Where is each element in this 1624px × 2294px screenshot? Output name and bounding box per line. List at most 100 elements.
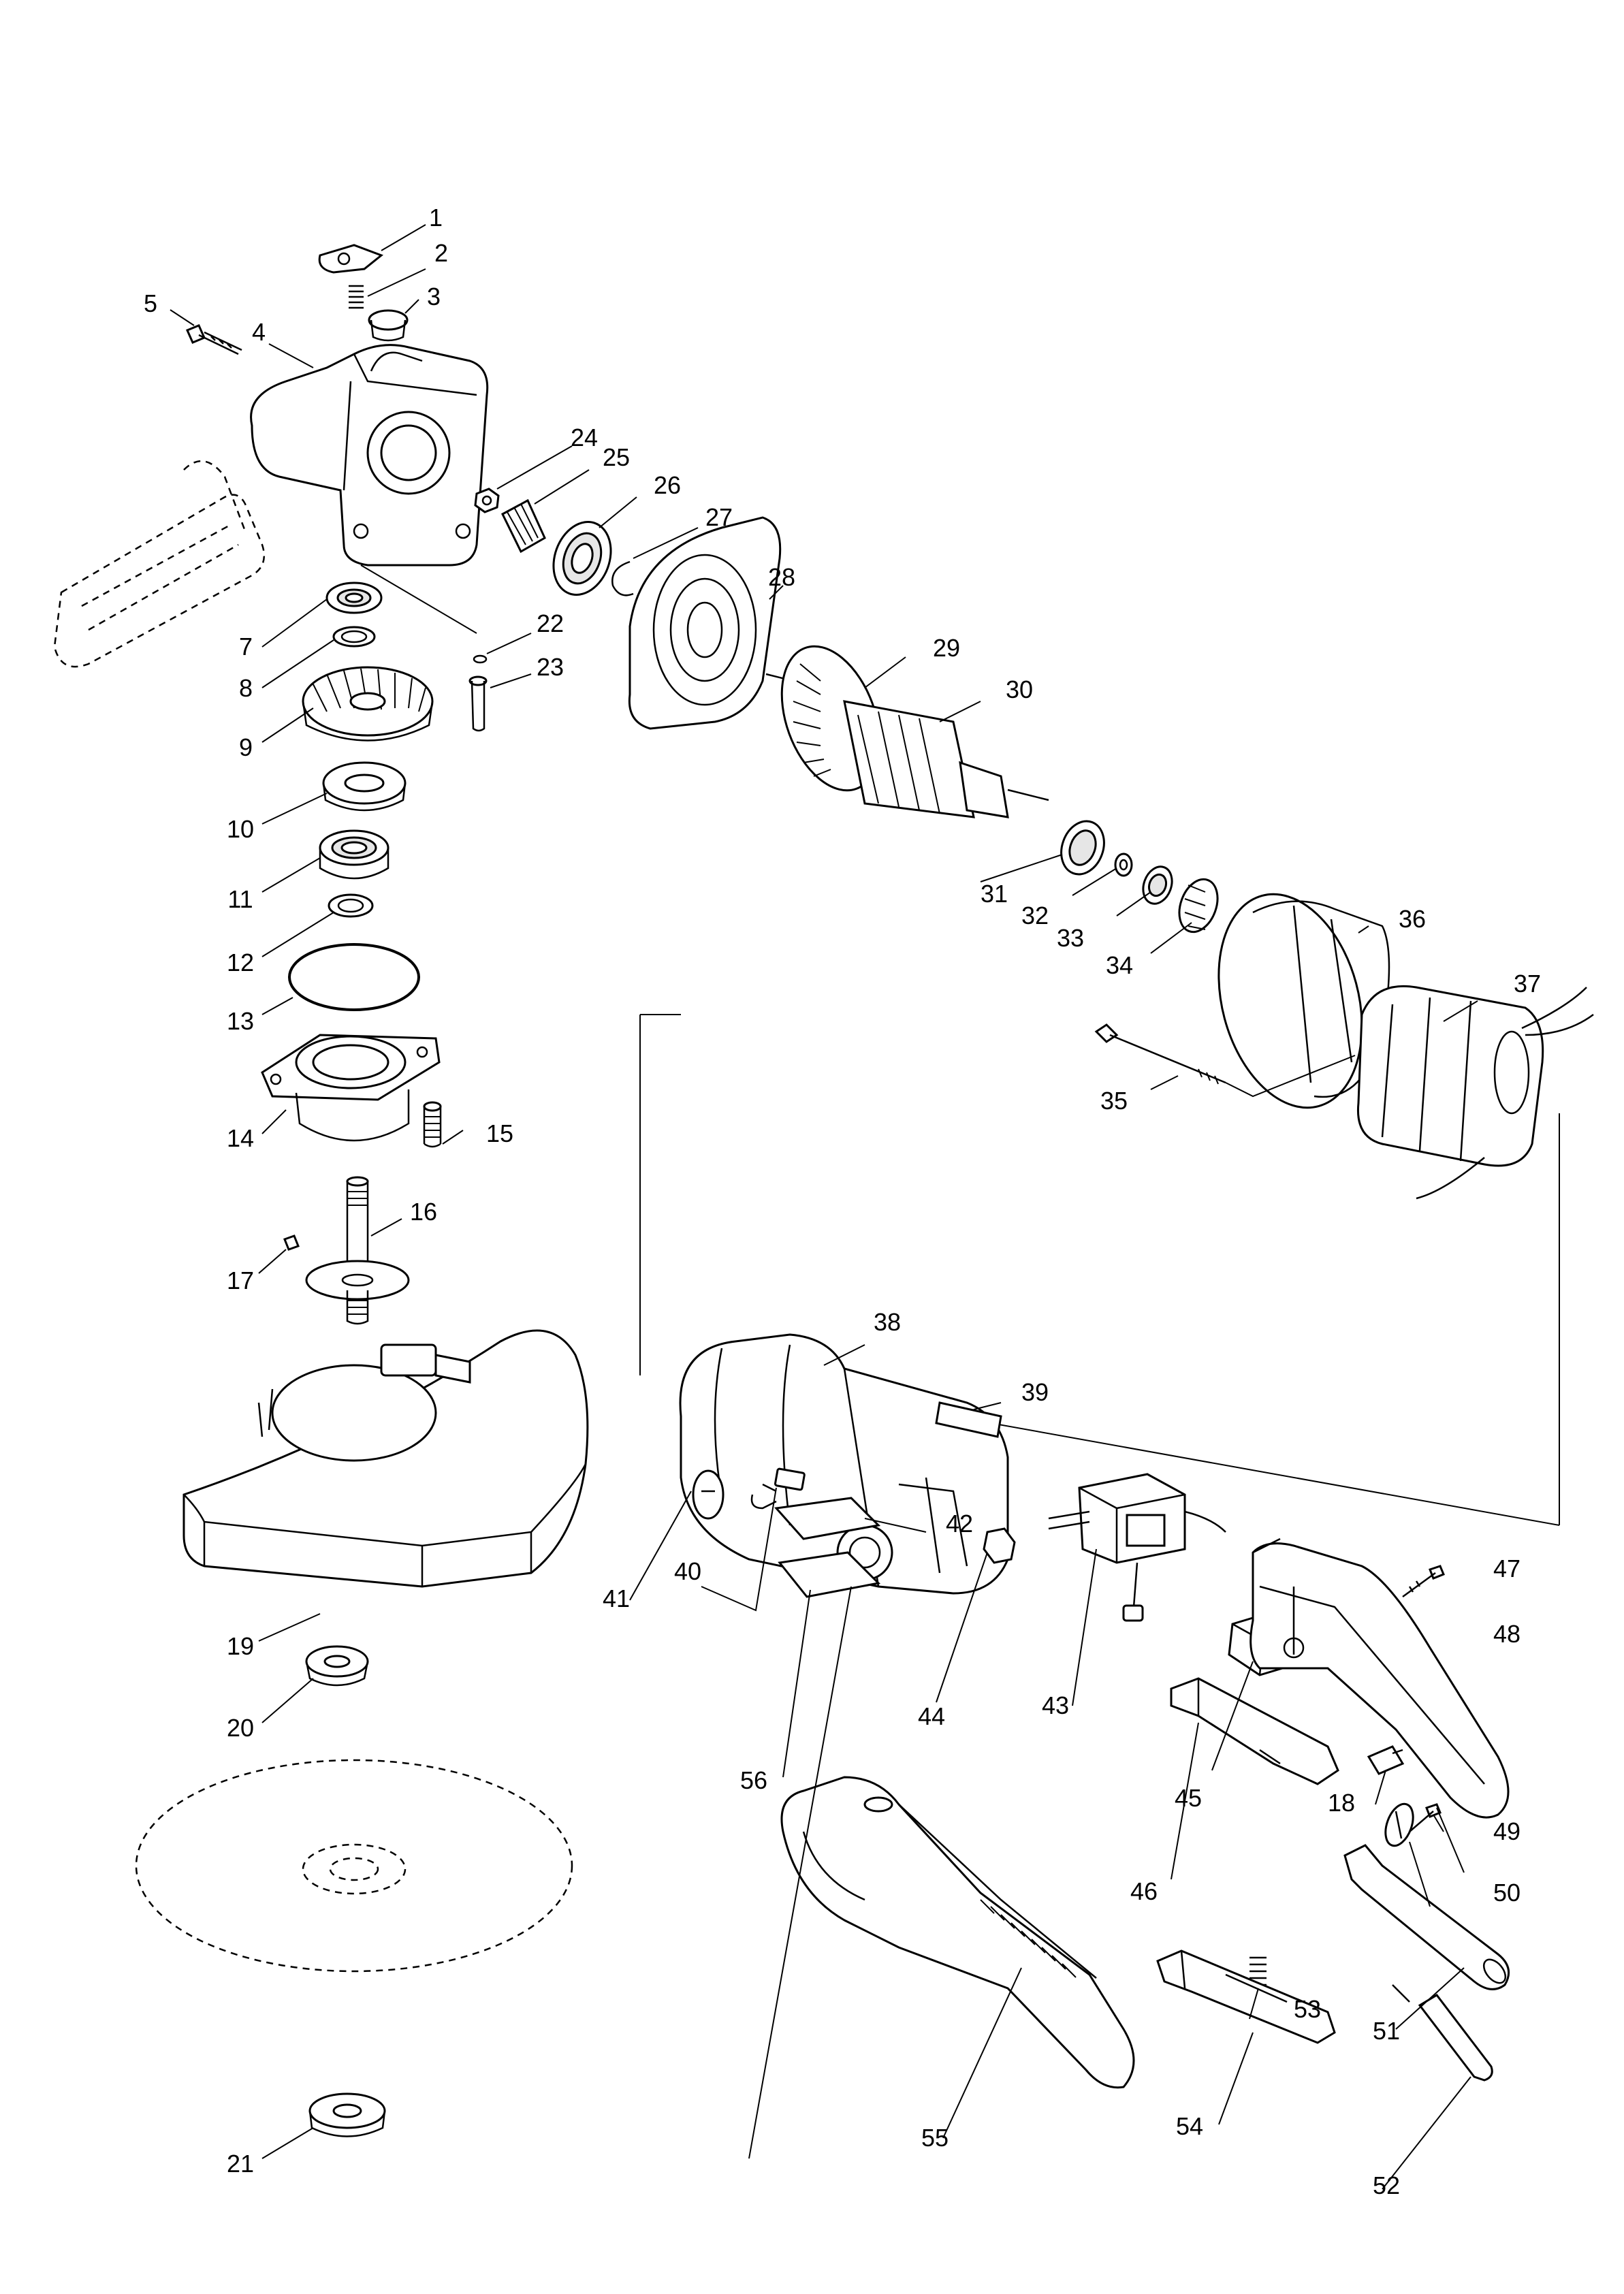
part-label-30: 30 — [1006, 675, 1033, 703]
part-label-56: 56 — [740, 1766, 767, 1794]
part-label-42: 42 — [946, 1510, 973, 1538]
part-label-5: 5 — [144, 289, 157, 317]
part-label-11: 11 — [227, 885, 253, 913]
part-number-labels: 1 2 3 4 5 7 8 9 10 11 12 13 14 15 16 17 … — [144, 204, 1541, 2199]
hex-nut-24 — [474, 488, 500, 513]
insulation-sheet-42 — [774, 1497, 881, 1540]
part-label-36: 36 — [1399, 905, 1426, 933]
field-37 — [1356, 985, 1594, 1200]
ball-bearing-33 — [1142, 865, 1173, 905]
leader-lines — [170, 224, 1478, 2190]
part-label-53: 53 — [1294, 1995, 1321, 2023]
brush-holder-cap-41 — [692, 1469, 725, 1520]
part-label-34: 34 — [1106, 951, 1133, 979]
compression-spring — [349, 285, 364, 309]
part-label-28: 28 — [768, 563, 795, 591]
part-label-20: 20 — [227, 1714, 254, 1742]
part-label-18: 18 — [1328, 1789, 1355, 1817]
part-label-41: 41 — [603, 1584, 630, 1612]
part-label-44: 44 — [918, 1702, 945, 1730]
part-label-2: 2 — [434, 239, 448, 267]
retaining-ring-8 — [332, 626, 376, 648]
lock-button — [368, 309, 409, 342]
hex-bolt-35 — [1094, 1023, 1226, 1085]
compression-spring-53 — [1249, 1956, 1267, 1986]
part-label-3: 3 — [427, 283, 441, 310]
wheel-guard-19 — [182, 1329, 589, 1588]
part-label-17: 17 — [227, 1267, 254, 1294]
part-label-4: 4 — [252, 318, 266, 346]
hex-socket-head-bolt-15 — [423, 1101, 442, 1148]
part-label-48: 48 — [1493, 1620, 1520, 1648]
retaining-ring-22 — [473, 654, 488, 664]
side-grip-handle — [53, 460, 266, 668]
part-label-29: 29 — [933, 634, 960, 662]
switch-lever-18 — [1367, 1745, 1405, 1775]
tapping-screw-49 — [1409, 1803, 1442, 1832]
part-label-32: 32 — [1021, 902, 1049, 929]
spindle-16 — [305, 1176, 410, 1325]
lever-54 — [1156, 1949, 1336, 2044]
cord-guard-52 — [1392, 1984, 1493, 2082]
part-label-51: 51 — [1373, 2017, 1400, 2045]
tapping-screw — [186, 324, 242, 355]
switch-cover-46 — [1170, 1677, 1339, 1785]
part-label-26: 26 — [654, 471, 681, 499]
bearing-box-14 — [261, 1034, 441, 1142]
handle-set-48 — [1249, 1538, 1510, 1819]
part-label-38: 38 — [874, 1308, 901, 1336]
part-label-39: 39 — [1021, 1378, 1049, 1406]
tapping-screw-47 — [1402, 1565, 1445, 1598]
part-label-15: 15 — [486, 1119, 513, 1147]
part-label-23: 23 — [537, 653, 564, 681]
handle-set-55 — [780, 1776, 1135, 2089]
field-insulator-36 — [1217, 893, 1390, 1109]
grinding-wheel-outline — [135, 1759, 573, 1973]
part-label-12: 12 — [227, 949, 254, 976]
part-label-24: 24 — [571, 424, 598, 451]
part-label-50: 50 — [1493, 1879, 1520, 1907]
pin-23 — [468, 675, 488, 732]
controller-43 — [1048, 1473, 1226, 1622]
spiral-bevel-gear-25 — [501, 498, 546, 554]
part-label-21: 21 — [227, 2150, 254, 2178]
ball-bearing-11 — [319, 829, 389, 880]
ball-bearing-7 — [325, 582, 383, 614]
part-label-27: 27 — [705, 503, 733, 531]
woodruff-key-17 — [283, 1234, 300, 1251]
part-label-46: 46 — [1130, 1877, 1158, 1905]
insulation-sheet-56 — [778, 1551, 881, 1598]
part-label-40: 40 — [674, 1557, 701, 1585]
part-label-7: 7 — [239, 633, 253, 660]
o-ring-13 — [288, 943, 420, 1011]
part-label-22: 22 — [537, 609, 564, 637]
part-label-33: 33 — [1057, 924, 1084, 952]
part-label-37: 37 — [1514, 970, 1541, 998]
label-plate-39 — [935, 1401, 1002, 1438]
part-label-43: 43 — [1042, 1691, 1069, 1719]
part-label-45: 45 — [1175, 1784, 1202, 1812]
part-label-52: 52 — [1373, 2171, 1400, 2199]
ball-bearing-31 — [1060, 820, 1105, 876]
part-label-10: 10 — [227, 815, 254, 843]
part-label-9: 9 — [239, 733, 253, 761]
part-label-55: 55 — [921, 2124, 949, 2152]
fan-34 — [1178, 878, 1219, 934]
part-label-14: 14 — [227, 1124, 254, 1152]
terminal-44 — [983, 1527, 1016, 1564]
part-label-1: 1 — [429, 204, 443, 232]
lock-lever — [318, 244, 383, 274]
spiral-bevel-gear — [302, 666, 434, 742]
part-label-31: 31 — [981, 880, 1008, 908]
bearing-retainer-10 — [322, 761, 407, 812]
carbon-brush-40 — [750, 1467, 806, 1510]
part-label-8: 8 — [239, 674, 253, 702]
baffle-plate-28 — [628, 516, 782, 730]
knob-50 — [1384, 1802, 1414, 1847]
part-label-19: 19 — [227, 1632, 254, 1660]
part-label-25: 25 — [603, 443, 630, 471]
part-label-16: 16 — [410, 1198, 437, 1226]
inner-flange-20 — [305, 1645, 369, 1687]
armature-29 — [765, 645, 1049, 818]
